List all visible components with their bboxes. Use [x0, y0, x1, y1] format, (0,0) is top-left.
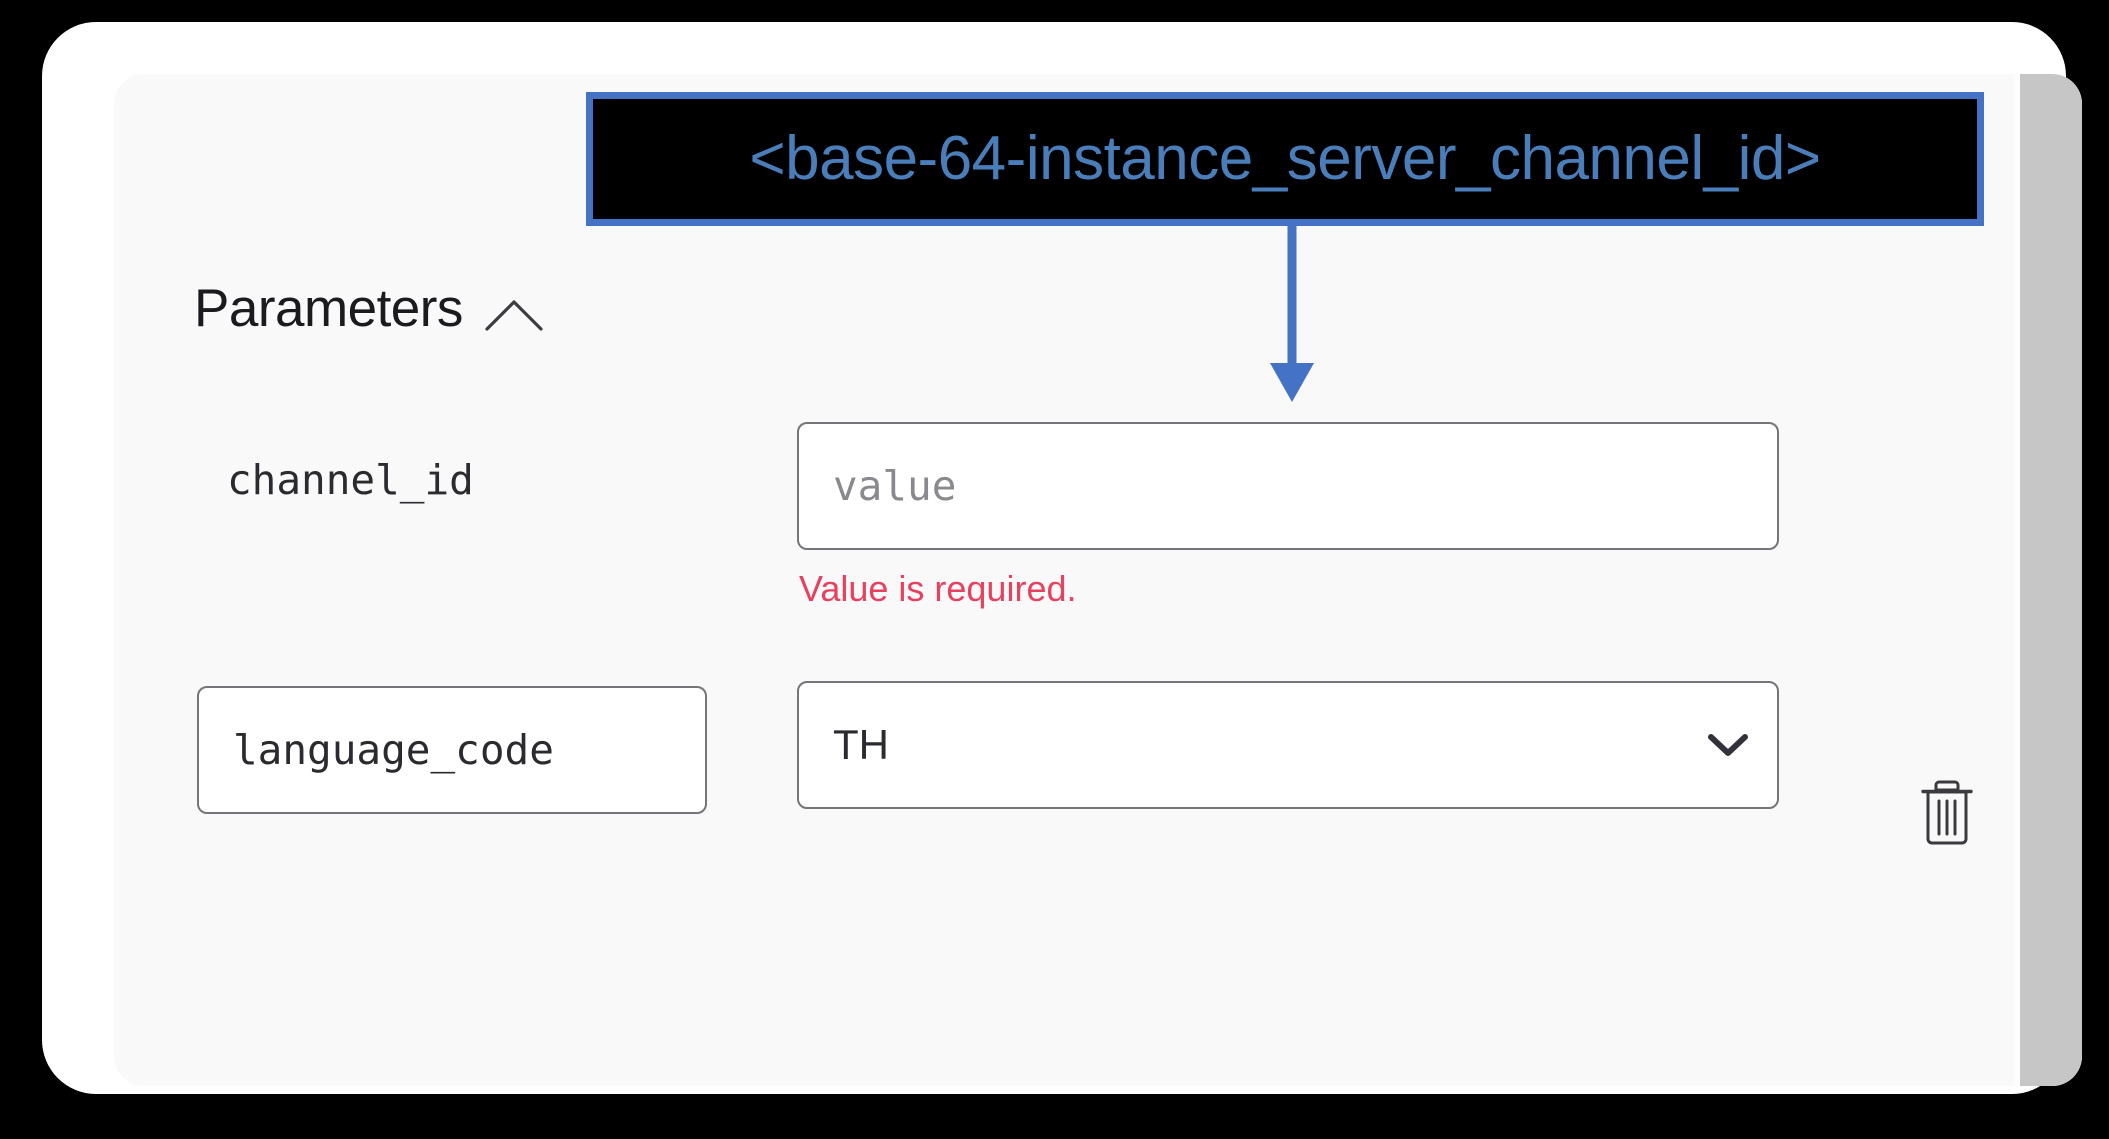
annotation-arrow	[1270, 222, 1314, 402]
select-selected-value: TH	[833, 721, 889, 768]
parameter-key-channel-id: channel_id	[227, 456, 474, 504]
trash-icon	[1912, 774, 1982, 850]
select-control[interactable]: TH	[797, 681, 1779, 809]
parameters-section-header[interactable]: Parameters	[194, 281, 545, 335]
chevron-up-icon[interactable]	[483, 281, 545, 335]
parameters-panel: Parameters channel_id Value is required.…	[114, 74, 2082, 1086]
parameter-value-select-language-code[interactable]: TH	[797, 681, 1779, 809]
parameter-key-input-language-code[interactable]	[197, 686, 707, 814]
page-title: Parameters	[194, 278, 463, 338]
annotation-callout: <base-64-instance_server_channel_id>	[586, 92, 1984, 226]
parameter-value-input-channel-id[interactable]	[797, 422, 1779, 550]
delete-parameter-button[interactable]	[1912, 774, 1982, 850]
scrollbar-track[interactable]	[2014, 74, 2082, 1086]
validation-error-message: Value is required.	[799, 568, 1077, 609]
annotation-label: <base-64-instance_server_channel_id>	[749, 124, 1821, 193]
scrollbar-thumb[interactable]	[2020, 74, 2082, 1086]
